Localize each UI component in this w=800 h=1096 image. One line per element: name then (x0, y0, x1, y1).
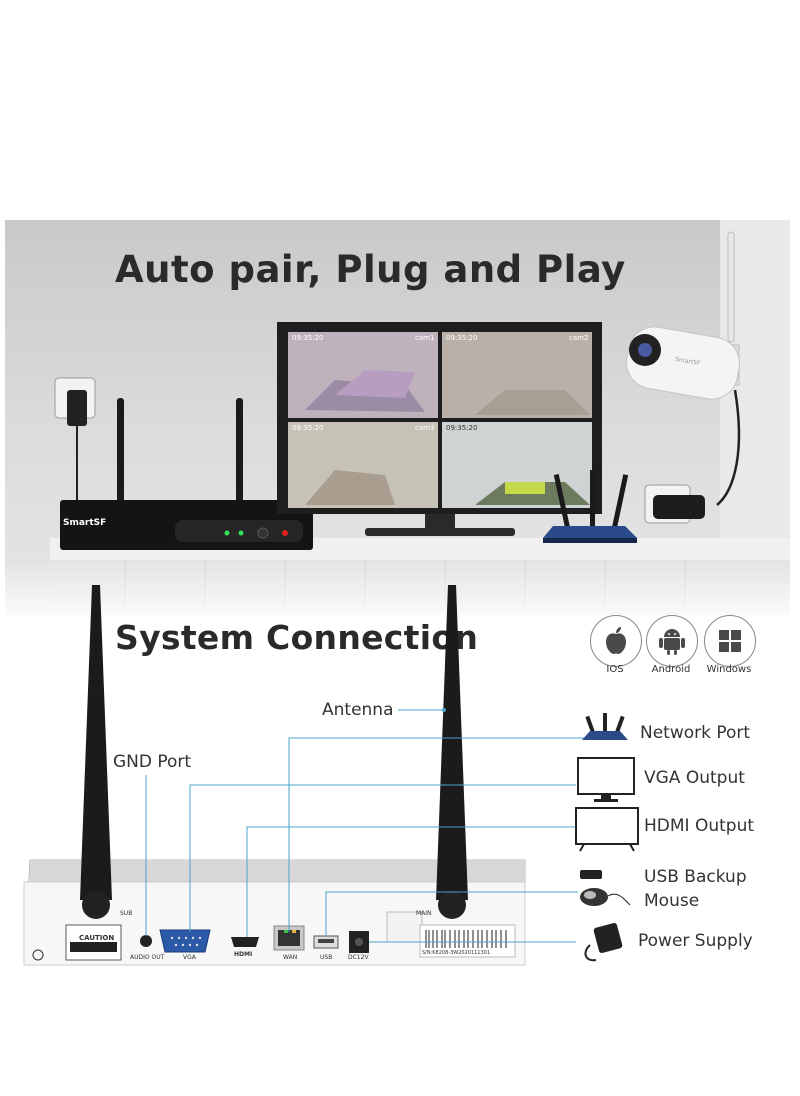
label-wan: WAN (283, 954, 298, 961)
power-plug (67, 390, 87, 426)
os-badge-windows (704, 615, 756, 667)
feed-2-name: cam2 (569, 334, 589, 342)
label-usb: USB (320, 954, 333, 961)
label-dc12v: DC12V (348, 954, 369, 961)
power-adapter (653, 495, 705, 519)
label-audio-out: AUDIO OUT (130, 954, 165, 961)
hdmi-port (231, 937, 259, 947)
android-icon (659, 629, 685, 655)
vga-monitor-icon (577, 757, 635, 802)
nvr-antenna-left (117, 398, 124, 503)
callout-lines (145, 709, 584, 943)
callout-hdmi-output: HDMI Output (644, 816, 755, 836)
feed-3-time: 09:35:20 (292, 424, 324, 432)
antenna-left (80, 585, 112, 900)
callout-antenna: Antenna (322, 700, 394, 720)
nvr-antenna-right (236, 398, 243, 503)
callout-power-supply: Power Supply (638, 931, 753, 951)
network-port-icon (582, 713, 628, 740)
nvr-brand: SmartSF (63, 518, 107, 528)
section-headline: System Connection (115, 618, 479, 657)
apple-icon (606, 627, 626, 654)
label-main: MAIN (416, 910, 432, 917)
os-label-android: Android (651, 664, 691, 675)
label-vga: VGA (183, 954, 196, 961)
vga-port (159, 929, 211, 953)
label-hdmi: HDMI (234, 951, 253, 958)
wan-port (278, 930, 300, 946)
callout-usb-backup-line1: USB Backup (644, 867, 747, 887)
router (543, 526, 637, 538)
feed-1-time: 09:35:20 (292, 334, 324, 342)
antenna-right (436, 585, 468, 900)
hdmi-tv-icon (575, 807, 639, 852)
os-badge-ios (590, 615, 642, 667)
callout-gnd-port: GND Port (113, 752, 192, 772)
os-label-windows: Windows (706, 664, 752, 675)
serial-number: S/N:K8208-3W2020111301 (422, 950, 491, 956)
label-sub: SUB (120, 910, 133, 917)
callout-usb-backup-line2: Mouse (644, 891, 700, 911)
callout-vga-output: VGA Output (644, 768, 745, 788)
os-label-ios: IOS (606, 664, 624, 675)
feed-4-time: 09:35:20 (446, 424, 478, 432)
label-caution: CAUTION (79, 934, 115, 942)
feed-1-name: cam1 (415, 334, 435, 342)
feed-3-name: cam3 (415, 424, 435, 432)
power-supply-icon (584, 923, 623, 962)
windows-icon (719, 630, 741, 652)
os-badge-android (646, 615, 698, 667)
camera-antenna (727, 231, 735, 343)
audio-out-port (140, 935, 152, 947)
main-headline: Auto pair, Plug and Play (115, 248, 626, 291)
usb-mouse-icon (580, 870, 631, 906)
feed-2-time: 09:35:20 (446, 334, 478, 342)
callout-network-port: Network Port (640, 723, 751, 743)
